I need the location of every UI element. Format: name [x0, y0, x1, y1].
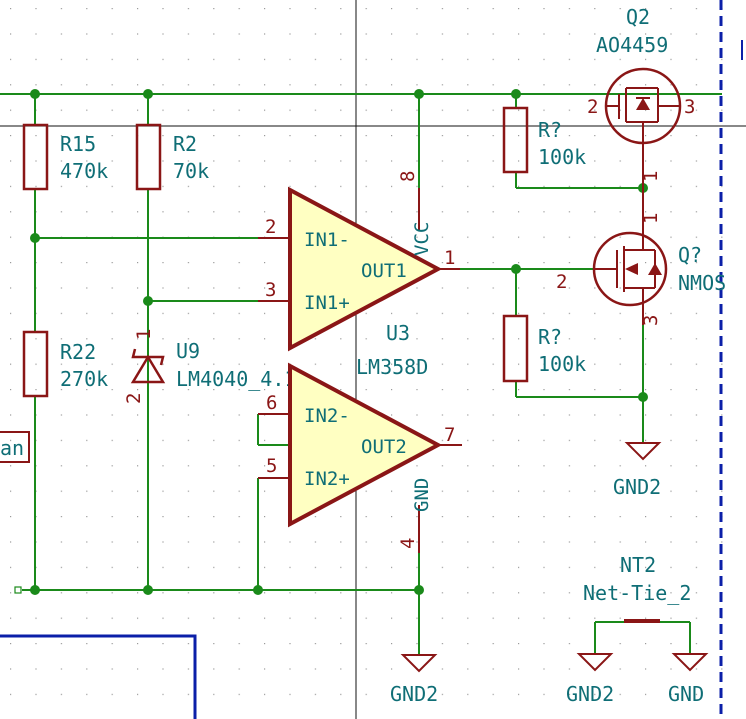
- qnmos-pin3: 3: [640, 315, 662, 326]
- gnd2-label-left: GND2: [390, 682, 438, 706]
- r2-value: 70k: [173, 159, 209, 183]
- opamp-pin1: 1: [444, 247, 455, 269]
- net-label-left[interactable]: an: [0, 431, 30, 463]
- gnd2-label-right: GND2: [613, 475, 661, 499]
- opamp-b-inp: IN2+: [304, 468, 350, 490]
- r15-value: 470k: [60, 159, 108, 183]
- sheet-border-solid: [0, 634, 197, 719]
- opamp-u3a[interactable]: IN1- IN1+ OUT1 VCC 2 3 1 8 U3 LM358D: [258, 171, 460, 379]
- opamp-pin8: 8: [397, 171, 419, 182]
- resistor-r-top[interactable]: R? 100k: [502, 106, 586, 174]
- r22-ref: R22: [60, 340, 96, 364]
- wires: [0, 93, 722, 655]
- opamp-gnd: GND: [411, 478, 433, 512]
- net-tie-nt2[interactable]: NT2 Net-Tie_2: [583, 553, 691, 623]
- opamp-pin5: 5: [266, 455, 277, 477]
- opamp-b-inm: IN2-: [304, 405, 350, 427]
- u9-value: LM4040_4.1: [176, 367, 296, 391]
- qnmos-ref: Q?: [678, 243, 702, 267]
- opamp-pin3: 3: [265, 279, 276, 301]
- opamp-pin2: 2: [265, 216, 276, 238]
- nt2-ref: NT2: [620, 553, 656, 577]
- opamp-pin7: 7: [444, 424, 455, 446]
- r-top-value: 100k: [538, 145, 586, 169]
- pmos-q2[interactable]: 2 3 1 Q2 AO4459: [587, 5, 695, 188]
- r2-ref: R2: [173, 132, 197, 156]
- q2-ref: Q2: [626, 5, 650, 29]
- q2-pin2: 2: [587, 96, 598, 118]
- q2-pin1: 1: [640, 171, 662, 182]
- opamp-a-inp: IN1+: [304, 292, 350, 314]
- opamp-b-out: OUT2: [361, 436, 407, 458]
- opamp-vcc: VCC: [411, 222, 433, 256]
- resistor-r-bottom[interactable]: R? 100k: [502, 314, 586, 383]
- zener-u9[interactable]: 1 2 U9 LM4040_4.1: [123, 329, 296, 404]
- r-top-ref: R?: [538, 118, 562, 142]
- gnd2-symbol-nettie[interactable]: GND2: [566, 653, 614, 706]
- gnd-symbol-nettie[interactable]: GND: [668, 653, 709, 706]
- resistor-r2[interactable]: R2 70k: [135, 123, 209, 191]
- r15-ref: R15: [60, 132, 96, 156]
- resistor-r15[interactable]: R15 470k: [22, 123, 108, 191]
- q2-pin3: 3: [684, 96, 695, 118]
- r-bottom-ref: R?: [538, 325, 562, 349]
- opamp-u3b[interactable]: IN2- IN2+ OUT2 GND 6 5 7 4: [258, 362, 462, 553]
- qnmos-pin1: 1: [640, 213, 662, 224]
- qnmos-pin2: 2: [556, 271, 567, 293]
- opamp-pin4: 4: [397, 538, 419, 549]
- u9-pin2: 2: [123, 393, 145, 404]
- junctions: [30, 89, 648, 595]
- gnd2-symbol-left[interactable]: GND2: [390, 654, 438, 706]
- u9-ref: U9: [176, 339, 200, 363]
- nmos-q[interactable]: 2 1 3 Q? NMOS: [556, 188, 726, 326]
- u3-ref: U3: [386, 321, 410, 345]
- resistor-r22[interactable]: R22 270k: [22, 330, 108, 398]
- qnmos-value: NMOS: [678, 271, 726, 295]
- r22-value: 270k: [60, 367, 108, 391]
- opamp-a-out: OUT1: [361, 260, 407, 282]
- r-bottom-value: 100k: [538, 352, 586, 376]
- net-label-left-text: an: [0, 436, 24, 460]
- u9-pin1: 1: [133, 329, 155, 340]
- gnd2-label-nettie: GND2: [566, 682, 614, 706]
- opamp-a-inm: IN1-: [304, 229, 350, 251]
- u3-value: LM358D: [356, 355, 428, 379]
- q2-value: AO4459: [596, 33, 668, 57]
- opamp-pin6: 6: [266, 392, 277, 414]
- wire-end-marker: [14, 586, 22, 594]
- gnd-label-nettie: GND: [668, 682, 704, 706]
- gnd2-symbol-right[interactable]: GND2: [613, 442, 662, 499]
- nt2-value: Net-Tie_2: [583, 581, 691, 605]
